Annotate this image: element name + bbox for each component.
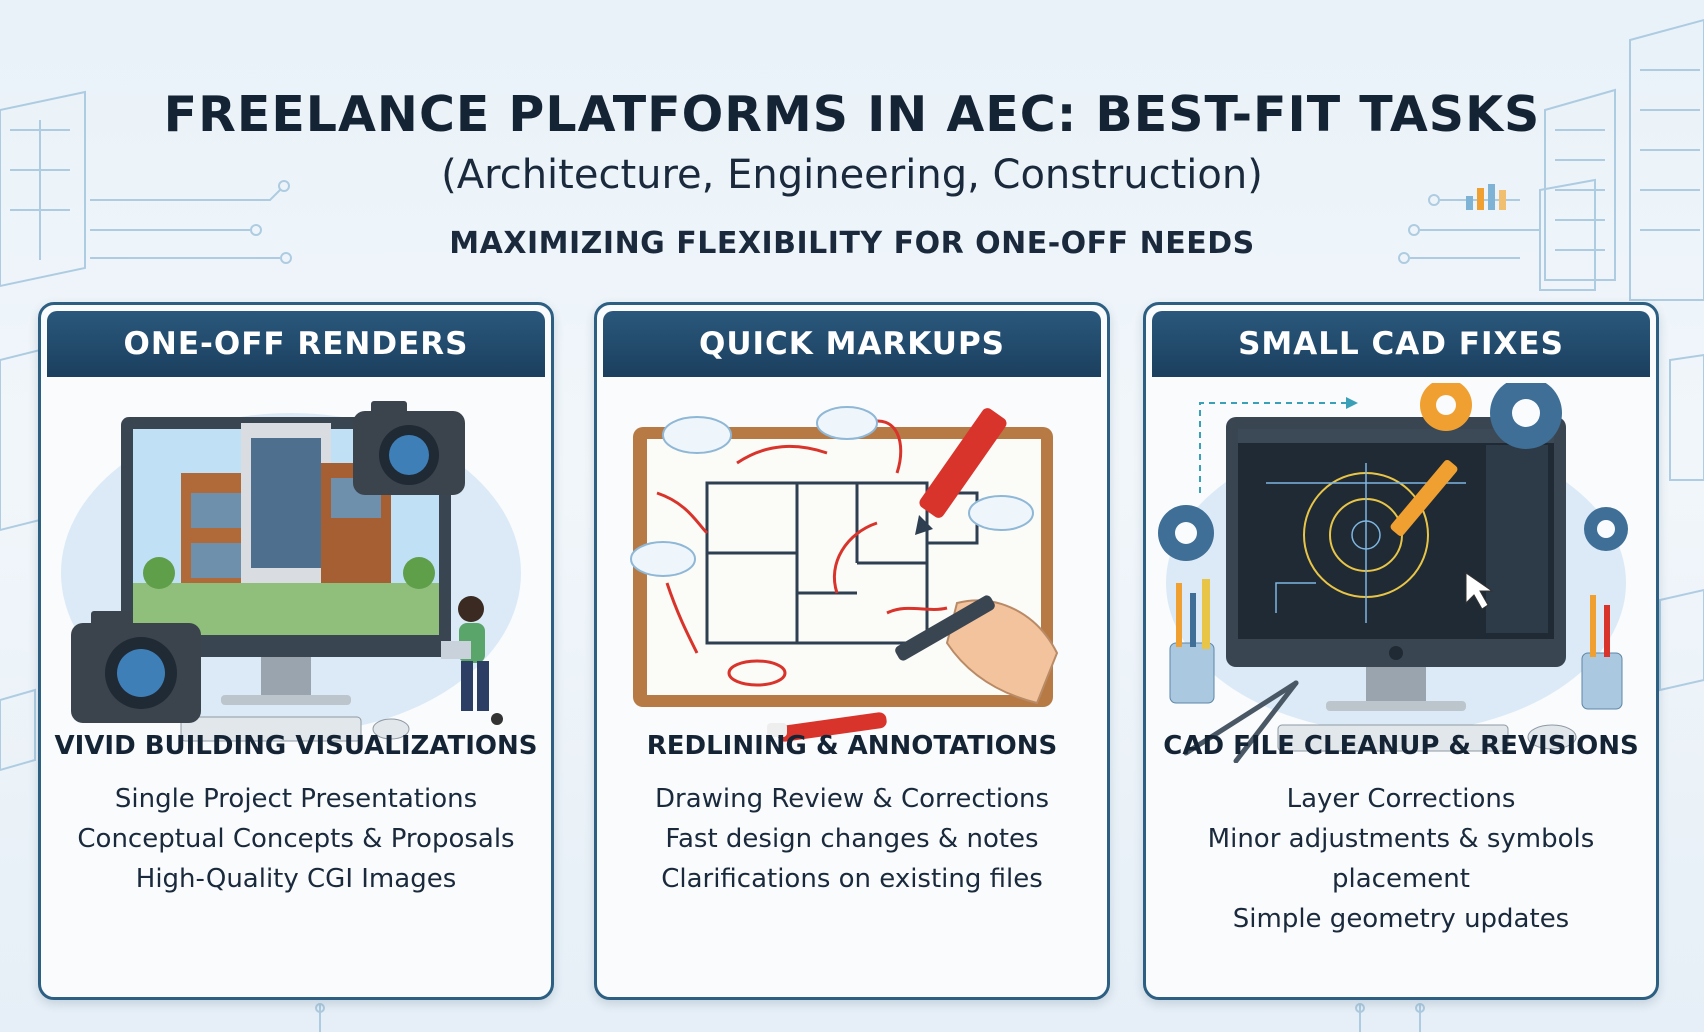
pencil-cup-icon bbox=[1581, 595, 1623, 710]
page-subtitle: (Architecture, Engineering, Construction… bbox=[441, 152, 1263, 198]
hand-icon bbox=[895, 595, 1059, 705]
camera-icon bbox=[353, 401, 465, 495]
person-icon bbox=[441, 596, 503, 725]
marker-icon bbox=[767, 712, 887, 742]
pencil-cup-icon bbox=[1169, 579, 1215, 704]
render-illustration bbox=[61, 401, 521, 742]
card-items: Single Project Presentations Conceptual … bbox=[41, 779, 551, 899]
camera-icon bbox=[71, 611, 201, 723]
gear-icon bbox=[1584, 507, 1628, 551]
card-heading: SMALL CAD FIXES bbox=[1152, 311, 1650, 377]
card-small-cad-fixes: SMALL CAD FIXES bbox=[1143, 302, 1659, 1000]
list-item: Layer Corrections bbox=[1286, 784, 1516, 814]
gear-icon bbox=[1490, 383, 1562, 449]
gear-icon bbox=[1158, 505, 1214, 561]
list-item: Drawing Review & Corrections bbox=[655, 784, 1049, 814]
card-subheading: REDLINING & ANNOTATIONS bbox=[646, 731, 1058, 761]
pencil-icon bbox=[915, 408, 1007, 535]
card-heading: QUICK MARKUPS bbox=[603, 311, 1101, 377]
cloud-icon bbox=[630, 406, 1034, 577]
list-item: Clarifications on existing files bbox=[661, 864, 1043, 894]
card-items: Layer Corrections Minor adjustments & sy… bbox=[1146, 779, 1656, 939]
list-item: Single Project Presentations bbox=[114, 784, 478, 814]
page-title: FREELANCE PLATFORMS IN AEC: BEST-FIT TAS… bbox=[163, 86, 1541, 143]
list-item: Conceptual Concepts & Proposals bbox=[77, 824, 515, 854]
list-item: Minor adjustments & symbols placement bbox=[1207, 824, 1595, 894]
card-one-off-renders: ONE-OFF RENDERS bbox=[38, 302, 554, 1000]
markup-illustration bbox=[630, 406, 1059, 742]
compass-icon bbox=[1183, 680, 1299, 763]
card-subheading: CAD FILE CLEANUP & REVISIONS bbox=[1163, 731, 1639, 761]
card-quick-markups: QUICK MARKUPS bbox=[594, 302, 1110, 1000]
cad-illustration bbox=[1158, 383, 1628, 763]
page-tagline: MAXIMIZING FLEXIBILITY FOR ONE-OFF NEEDS bbox=[449, 226, 1255, 261]
gear-icon bbox=[1420, 383, 1472, 431]
list-item: Simple geometry updates bbox=[1232, 904, 1570, 934]
list-item: Fast design changes & notes bbox=[665, 824, 1039, 854]
card-subheading: VIVID BUILDING VISUALIZATIONS bbox=[54, 731, 538, 761]
card-items: Drawing Review & Corrections Fast design… bbox=[597, 779, 1107, 899]
list-item: High-Quality CGI Images bbox=[135, 864, 457, 894]
card-heading: ONE-OFF RENDERS bbox=[47, 311, 545, 377]
